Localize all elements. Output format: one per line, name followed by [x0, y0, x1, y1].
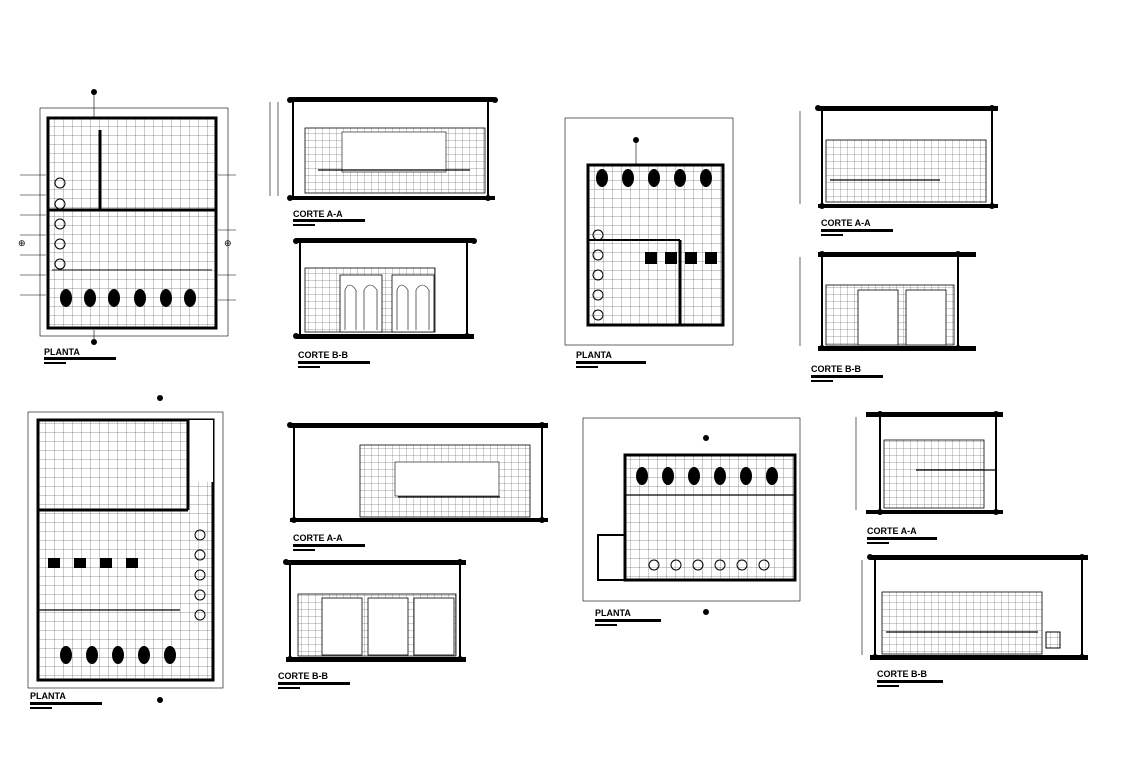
corte-aa-3-title: CORTE A-A: [293, 533, 343, 543]
section-bb-3: [286, 560, 466, 662]
corte-aa-2-title: CORTE A-A: [821, 218, 871, 228]
floor-plan-2: [564, 117, 734, 346]
section-aa-2: [799, 106, 998, 208]
svg-text:⊕: ⊕: [18, 239, 26, 249]
floor-plan-3: [27, 395, 224, 703]
corte-bb-4-title: CORTE B-B: [877, 669, 927, 679]
planta-3-title: PLANTA: [30, 691, 66, 701]
corte-aa-1-title: CORTE A-A: [293, 209, 343, 219]
section-bb-1: [296, 238, 474, 339]
svg-text:⊕: ⊕: [224, 239, 232, 249]
planta-1-title: PLANTA: [44, 347, 80, 357]
planta-2-title: PLANTA: [576, 350, 612, 360]
corte-bb-3-title: CORTE B-B: [278, 671, 328, 681]
corte-bb-1-title: CORTE B-B: [298, 350, 348, 360]
section-aa-4: [855, 412, 1003, 514]
planta-4-title: PLANTA: [595, 608, 631, 618]
floor-plan-1: ⊕ ⊕: [18, 89, 236, 345]
section-aa-1: [269, 97, 495, 200]
section-bb-4: [861, 555, 1088, 660]
corte-aa-4-title: CORTE A-A: [867, 526, 917, 536]
corte-bb-2-title: CORTE B-B: [811, 364, 861, 374]
floor-plan-4: [582, 417, 801, 615]
section-bb-2: [799, 252, 976, 351]
section-aa-3: [290, 423, 548, 522]
